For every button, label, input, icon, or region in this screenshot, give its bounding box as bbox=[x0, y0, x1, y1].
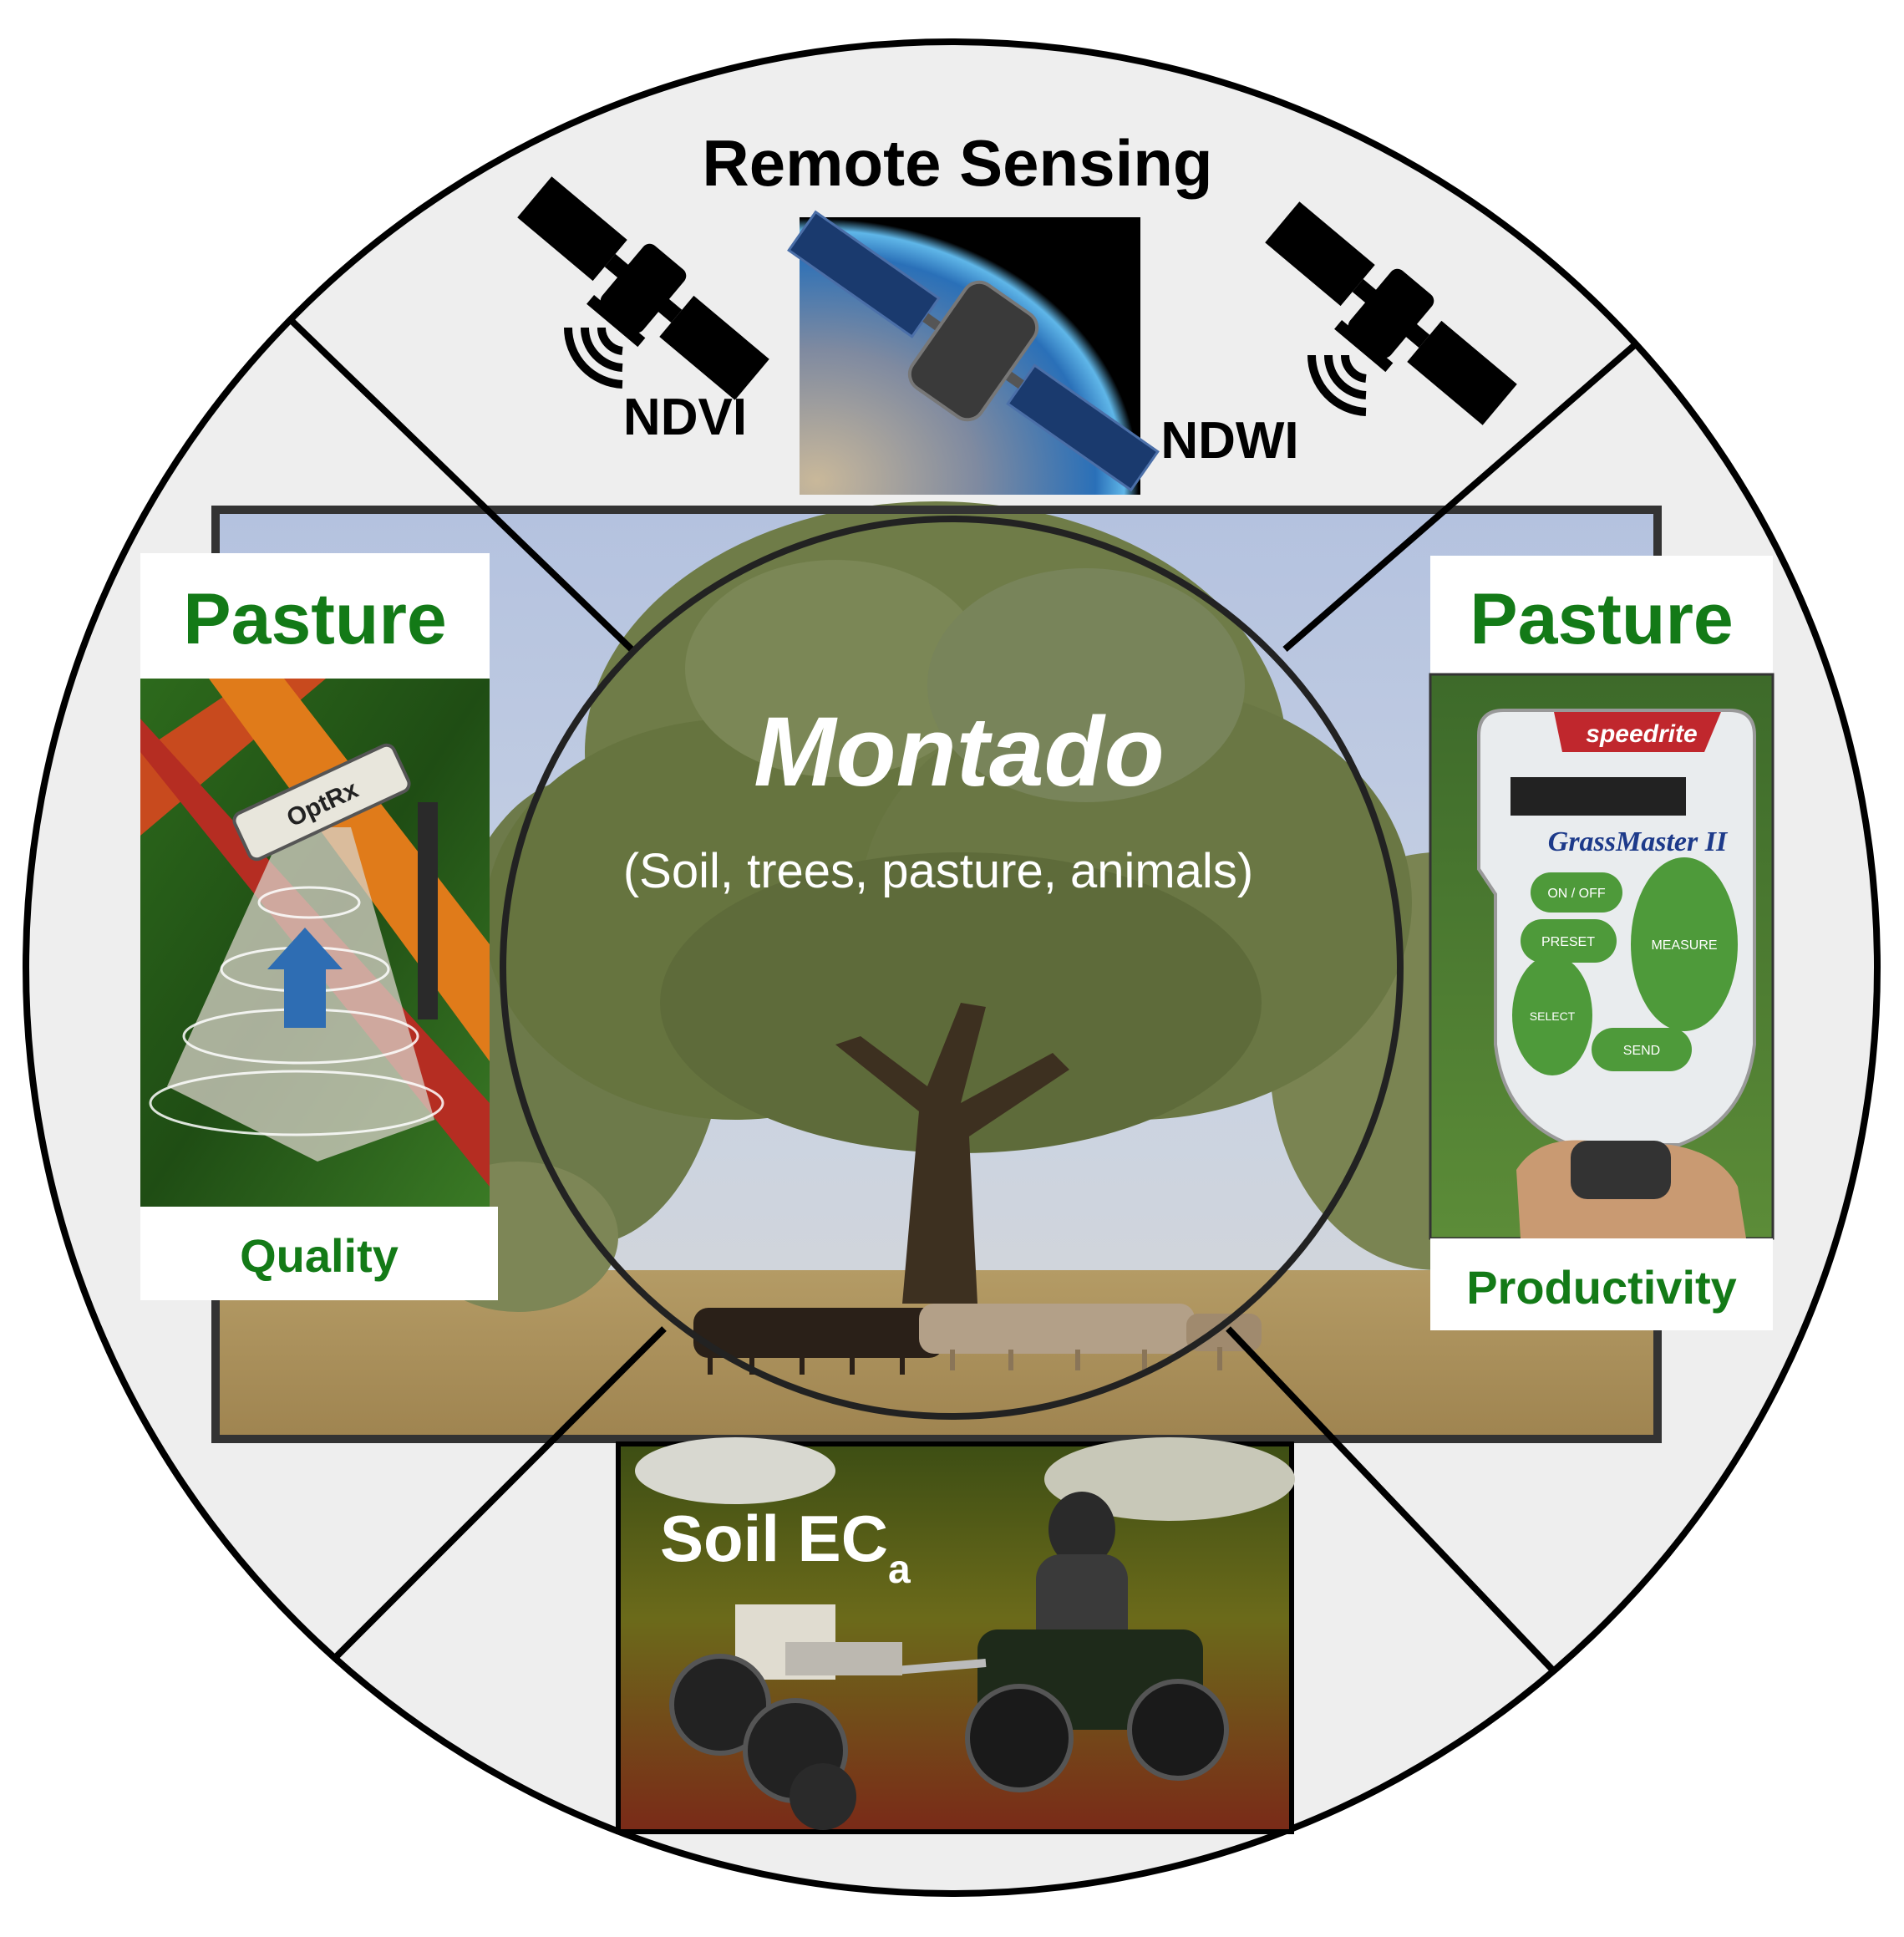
divider-bottom-right bbox=[1226, 1326, 1556, 1674]
device-button-select bbox=[1512, 955, 1592, 1075]
ndwi-label: NDWI bbox=[1160, 412, 1298, 470]
ndvi-label: NDVI bbox=[623, 389, 747, 446]
sector-dividers bbox=[286, 315, 1640, 1674]
device-screen bbox=[1511, 777, 1686, 816]
device-button-measure-label: MEASURE bbox=[1651, 938, 1717, 953]
device-button-send bbox=[1592, 1028, 1692, 1071]
divider-bottom-left bbox=[327, 1326, 667, 1665]
remote-sensing-section: Remote Sensing NDVI bbox=[517, 126, 1517, 495]
device-button-on-off-label: ON / OFF bbox=[1547, 887, 1606, 901]
device-button-preset-label: PRESET bbox=[1541, 935, 1595, 949]
soil-eca-label: Soil ECa bbox=[660, 1502, 911, 1592]
device-button-on-off bbox=[1531, 872, 1622, 913]
productivity-caption: Productivity bbox=[1466, 1261, 1737, 1314]
remote-sensing-title: Remote Sensing bbox=[702, 126, 1212, 200]
quality-caption: Quality bbox=[240, 1229, 399, 1282]
soil-eca-subscript: a bbox=[888, 1548, 911, 1592]
optrx-device bbox=[232, 743, 411, 862]
montado-subtitle: (Soil, trees, pasture, animals) bbox=[623, 844, 1253, 898]
satellite-icon-left bbox=[517, 176, 769, 400]
device-model-label: GrassMaster II bbox=[1548, 826, 1729, 857]
device-button-send-label: SEND bbox=[1623, 1044, 1660, 1058]
grassmaster-photo: speedrite GrassMaster II ON / OFF PRESET… bbox=[1429, 673, 1775, 1240]
device-button-preset bbox=[1521, 919, 1617, 963]
device-button-measure bbox=[1631, 857, 1738, 1031]
signal-waves-icon-right bbox=[1307, 354, 1367, 416]
satellite-icon-right bbox=[1265, 201, 1517, 425]
device-button-select-label: SELECT bbox=[1530, 1009, 1576, 1023]
pasture-quality-title: Pasture bbox=[183, 579, 447, 659]
optrx-sensor-photo: OptRx bbox=[140, 679, 490, 1207]
soil-eca-section: Soil ECa bbox=[616, 1437, 1295, 1834]
divider-top-left bbox=[286, 315, 636, 653]
soil-survey-photo bbox=[616, 1437, 1295, 1834]
pasture-quality-panel: Pasture OptRx Quality bbox=[140, 553, 498, 1300]
inner-circle bbox=[500, 516, 1404, 1420]
pasture-productivity-title: Pasture bbox=[1470, 579, 1734, 659]
satellite-photo bbox=[787, 210, 1160, 495]
device-brand-label: speedrite bbox=[1586, 720, 1697, 748]
pasture-productivity-panel: Pasture speedrite GrassMaster II ON / OF… bbox=[1429, 556, 1775, 1330]
montado-title: Montado bbox=[754, 697, 1165, 807]
soil-eca-main: Soil EC bbox=[660, 1502, 888, 1575]
divider-top-right bbox=[1282, 339, 1640, 653]
signal-waves-icon-left bbox=[563, 327, 623, 389]
